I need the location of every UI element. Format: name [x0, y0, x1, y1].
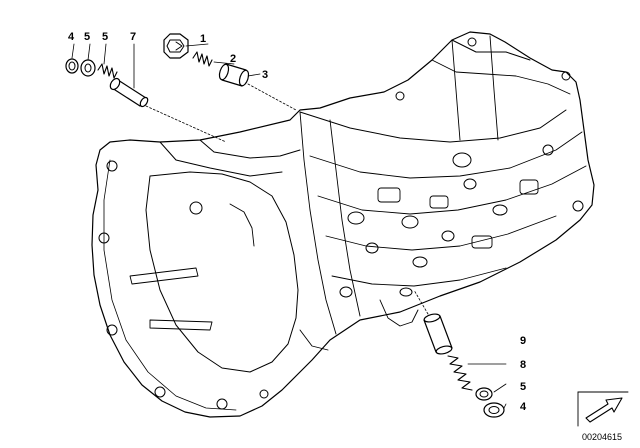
callout-8: 8 [520, 359, 526, 371]
leader-lines [71, 43, 507, 409]
callout-5-top-a: 5 [84, 31, 90, 43]
bush-part-bottom [475, 387, 493, 401]
callout-1: 1 [200, 33, 206, 45]
callout-4-top: 4 [68, 31, 75, 43]
screw-plug-part [163, 33, 189, 59]
plunger-part-upper [218, 63, 250, 87]
document-id: 00204615 [582, 432, 622, 442]
callout-5-bottom: 5 [520, 381, 526, 393]
spring-part-upper [192, 51, 213, 67]
spring-part-lower [447, 355, 473, 391]
transmission-housing [91, 31, 595, 418]
callout-4-bottom: 4 [520, 401, 527, 413]
plunger-part-lower [423, 313, 453, 355]
callout-5-top-b: 5 [102, 31, 108, 43]
bush-part-top [80, 59, 96, 77]
callout-3: 3 [262, 69, 268, 81]
callout-2: 2 [230, 53, 236, 65]
pin-part-top [109, 77, 149, 108]
callout-9: 9 [520, 335, 526, 347]
seal-ring-part-top [65, 58, 79, 74]
callout-labels: 1 2 3 4 5 5 7 9 8 5 4 [68, 31, 527, 413]
spring-part-top-left [97, 63, 118, 79]
top-parts-group [65, 33, 250, 108]
callout-7: 7 [130, 31, 136, 43]
outline-arrow-icon [577, 391, 629, 427]
bottom-parts-group [423, 313, 505, 418]
seal-ring-part-bottom [483, 402, 505, 418]
